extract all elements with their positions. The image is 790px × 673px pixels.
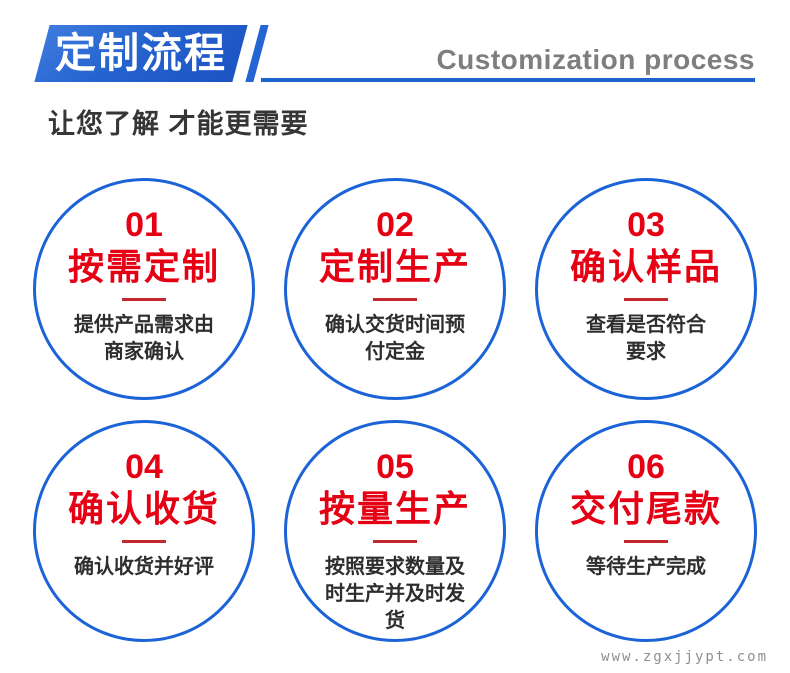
tagline: 让您了解 才能更需要 [48, 109, 309, 139]
step-number: 01 [125, 206, 163, 244]
step-circle-5: 05 按量生产 按照要求数量及 时生产并及时发 货 [284, 420, 506, 642]
banner-slash-decoration [245, 25, 269, 82]
steps-grid: 01 按需定制 提供产品需求由 商家确认 02 定制生产 确认交货时间预 付定金… [0, 178, 790, 642]
step-rule-divider [373, 297, 417, 301]
step-description: 确认收货并好评 [74, 555, 214, 578]
step-number: 05 [376, 448, 414, 486]
step-number: 04 [125, 448, 163, 486]
step-title: 按量生产 [318, 488, 471, 530]
step-rule-divider [624, 297, 668, 301]
step-description: 提供产品需求由 商家确认 [74, 313, 214, 363]
step-title: 确认样品 [569, 246, 722, 288]
step-circle-2: 02 定制生产 确认交货时间预 付定金 [284, 178, 506, 400]
step-rule-divider [624, 539, 668, 543]
step-circle-3: 03 确认样品 查看是否符合 要求 [535, 178, 757, 400]
header-banner: 定制流程 [34, 25, 248, 82]
watermark-url: www.zgxjjypt.com [601, 649, 768, 665]
step-number: 03 [627, 206, 665, 244]
step-description: 按照要求数量及 时生产并及时发 货 [325, 555, 465, 632]
step-description: 等待生产完成 [586, 555, 706, 578]
page-subtitle-english: Customization process [436, 44, 755, 75]
page-title: 定制流程 [55, 30, 227, 76]
step-circle-1: 01 按需定制 提供产品需求由 商家确认 [33, 178, 255, 400]
step-title: 交付尾款 [569, 488, 722, 530]
step-title: 确认收货 [67, 488, 220, 530]
step-title: 按需定制 [67, 246, 220, 288]
header-underline [261, 78, 755, 82]
steps-row-2: 04 确认收货 确认收货并好评 05 按量生产 按照要求数量及 时生产并及时发 … [0, 420, 790, 642]
step-description: 查看是否符合 要求 [586, 313, 706, 363]
steps-row-1: 01 按需定制 提供产品需求由 商家确认 02 定制生产 确认交货时间预 付定金… [0, 178, 790, 400]
step-circle-4: 04 确认收货 确认收货并好评 [33, 420, 255, 642]
step-rule-divider [373, 539, 417, 543]
step-description: 确认交货时间预 付定金 [325, 313, 465, 363]
step-number: 06 [627, 448, 665, 486]
step-number: 02 [376, 206, 414, 244]
step-rule-divider [122, 297, 166, 301]
step-circle-6: 06 交付尾款 等待生产完成 [535, 420, 757, 642]
step-rule-divider [122, 539, 166, 543]
step-title: 定制生产 [318, 246, 471, 288]
